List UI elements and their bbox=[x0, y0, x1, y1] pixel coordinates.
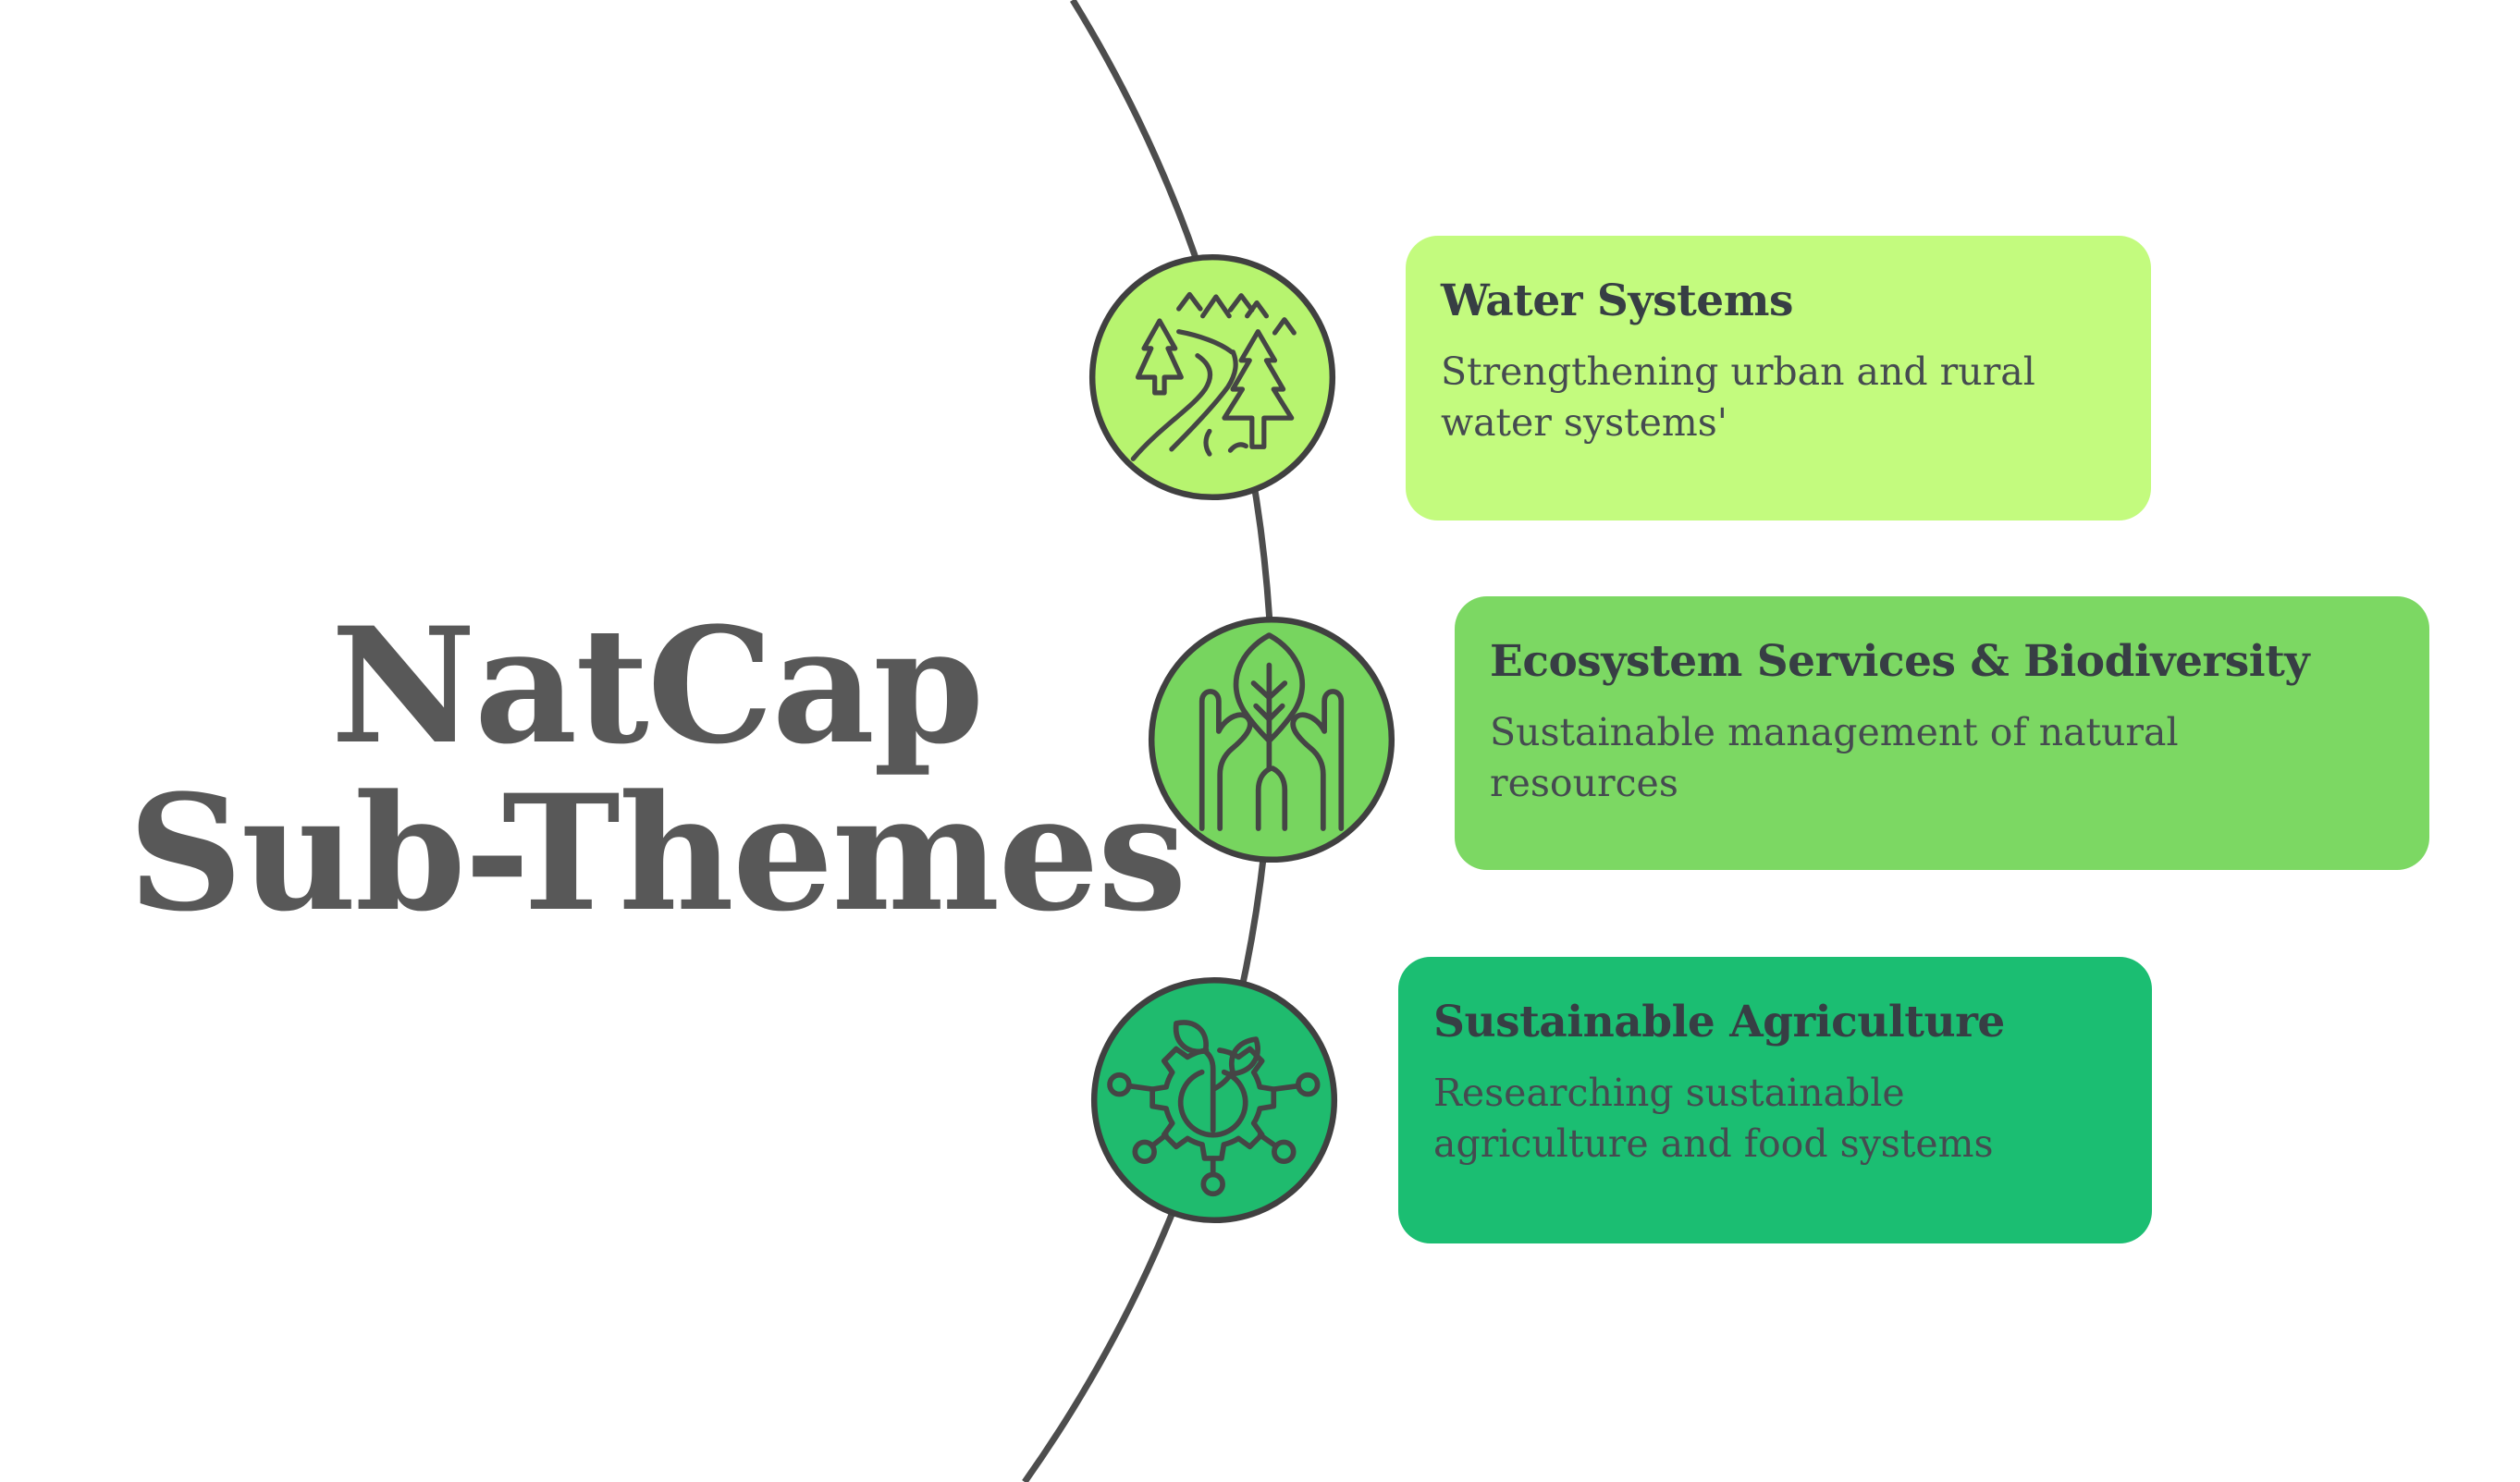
gear-sprout-network-icon bbox=[1090, 976, 1338, 1224]
sprout-leaf-right bbox=[1229, 1036, 1260, 1077]
forest-river-icon bbox=[1088, 253, 1336, 501]
gear-bowl bbox=[1177, 1069, 1248, 1138]
card-title: Sustainable Agriculture bbox=[1433, 997, 2005, 1047]
network-spokes bbox=[1116, 1082, 1311, 1187]
timeline-node-water bbox=[1088, 252, 1337, 502]
leaf-veins bbox=[1250, 680, 1288, 722]
timeline-node-ecosystem bbox=[1147, 615, 1396, 864]
theme-card-ecosystem-services: Ecosystem Services & Biodiversity Sustai… bbox=[1455, 596, 2429, 870]
theme-card-water-systems: Water Systems Strengthening urban and ru… bbox=[1406, 236, 2151, 521]
network-node-right bbox=[1296, 1072, 1321, 1097]
right-hand bbox=[1270, 689, 1345, 831]
river-flow-lines bbox=[1203, 428, 1248, 457]
hands-holding-leaf-icon bbox=[1148, 616, 1395, 863]
left-hand bbox=[1199, 689, 1273, 831]
sprout-leaf-left bbox=[1173, 1020, 1209, 1055]
page-title-line2: Sub-Themes bbox=[128, 758, 1186, 947]
river-bank-left bbox=[1130, 353, 1213, 461]
timeline-node-agriculture bbox=[1089, 975, 1339, 1225]
network-node-left bbox=[1107, 1072, 1132, 1097]
river-bank-top bbox=[1176, 329, 1235, 355]
mountain-peaks bbox=[1176, 291, 1297, 336]
card-description: Researching sustainable agriculture and … bbox=[1433, 1071, 1994, 1166]
card-description: Strengthening urban and rural water syst… bbox=[1441, 349, 2035, 445]
card-title: Water Systems bbox=[1441, 276, 1793, 326]
card-title: Ecosystem Services & Biodiversity bbox=[1490, 636, 2310, 687]
river-bank-right bbox=[1169, 349, 1238, 452]
page-title-line1: NatCap bbox=[330, 592, 985, 779]
page-title: NatCap Sub-Themes bbox=[42, 592, 1272, 947]
pine-tree-right bbox=[1222, 329, 1295, 449]
card-description: Sustainable management of natural resour… bbox=[1490, 710, 2179, 805]
pine-tree-left bbox=[1135, 318, 1184, 396]
network-node-bottom-left bbox=[1132, 1139, 1157, 1165]
theme-card-sustainable-agriculture: Sustainable Agriculture Researching sust… bbox=[1398, 957, 2152, 1243]
network-node-bottom bbox=[1200, 1171, 1225, 1197]
network-node-bottom-right bbox=[1272, 1139, 1297, 1165]
